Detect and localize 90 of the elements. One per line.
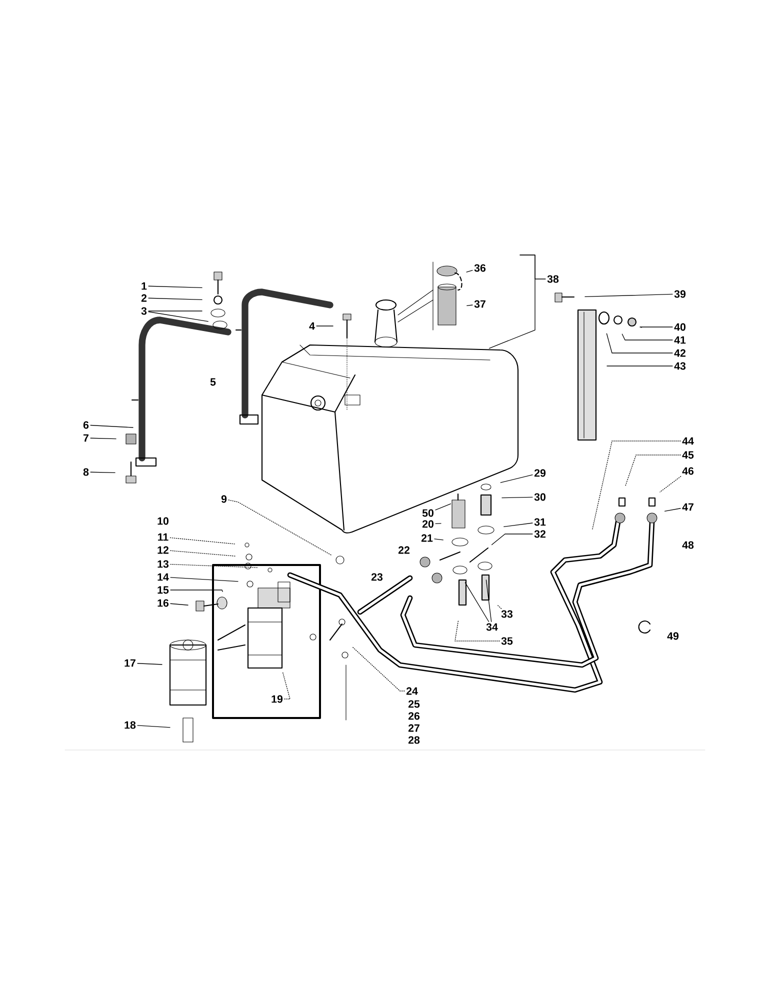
callout-number: 5 <box>210 378 216 386</box>
leader-line <box>502 496 533 498</box>
callout-number: 48 <box>682 541 694 549</box>
callout-number: 18 <box>124 721 136 729</box>
leader-line <box>228 500 332 556</box>
callout-number: 49 <box>667 632 679 640</box>
leader-line <box>90 472 116 474</box>
callout-number: 47 <box>682 503 694 511</box>
callout-number: 10 <box>158 517 168 525</box>
callout-number: 43 <box>674 362 686 370</box>
leader-line <box>622 334 673 340</box>
leader-line <box>454 620 500 642</box>
leader-line <box>90 438 116 440</box>
callout-number: 41 <box>674 336 686 344</box>
leader-line <box>435 523 442 524</box>
callout-number: 4 <box>309 322 315 330</box>
leader-line <box>148 310 202 312</box>
callout-number: 11 <box>158 533 168 541</box>
callout-number: 26 <box>408 712 420 720</box>
callout-number: 7 <box>84 434 88 442</box>
leader-line <box>148 298 202 300</box>
leader-line <box>466 270 473 272</box>
callout-number: 21 <box>421 534 433 542</box>
leader-line <box>488 254 546 349</box>
leader-line <box>606 333 673 354</box>
callout-number: 36 <box>474 264 486 272</box>
leader-line <box>170 577 238 582</box>
leader-line <box>496 604 502 609</box>
leader-line <box>148 286 202 288</box>
callout-number: 35 <box>501 637 513 645</box>
leader-line <box>137 725 170 728</box>
callout-number: 9 <box>221 495 227 503</box>
leader-line <box>435 503 452 510</box>
leader-line <box>486 580 492 622</box>
callout-number: 3 <box>141 307 147 315</box>
callout-number: 24 <box>406 687 418 695</box>
callout-number: 22 <box>398 546 410 554</box>
callout-number: 14 <box>158 573 169 581</box>
callout-number: 32 <box>534 530 546 538</box>
callout-number: 27 <box>408 724 420 732</box>
leader-line <box>352 646 405 692</box>
callout-number: 8 <box>83 468 89 476</box>
leader-line <box>282 671 290 700</box>
callout-number: 15 <box>158 586 169 594</box>
callout-number: 30 <box>534 493 546 501</box>
leader-line <box>434 538 444 540</box>
callout-number: 25 <box>408 700 420 708</box>
leader-line <box>148 311 208 322</box>
callout-number: 37 <box>474 300 486 308</box>
callout-number: 13 <box>158 560 169 568</box>
callout-number: 23 <box>371 573 383 581</box>
leader-line <box>170 603 188 606</box>
leader-line <box>170 590 223 592</box>
leader-line <box>464 582 490 622</box>
leader-line <box>660 476 682 492</box>
leader-line <box>584 294 673 298</box>
callout-number: 42 <box>674 349 686 357</box>
leader-line <box>500 474 533 483</box>
callout-number: 45 <box>682 451 694 459</box>
callout-number: 6 <box>83 421 89 429</box>
callout-number: 50 <box>422 509 434 517</box>
callout-number: 38 <box>547 275 559 283</box>
callout-number: 20 <box>422 520 434 528</box>
callout-number: 29 <box>534 469 546 477</box>
leader-line <box>170 537 236 544</box>
callout-number: 12 <box>158 546 168 554</box>
leader-line <box>504 522 533 528</box>
callout-number: 46 <box>682 467 694 475</box>
leader-line <box>640 326 673 328</box>
leader-line <box>624 454 681 487</box>
callout-number: 28 <box>408 736 420 744</box>
leader-line <box>466 304 473 306</box>
callout-number: 44 <box>682 437 694 445</box>
leader-line <box>170 550 236 556</box>
callout-number: 39 <box>674 290 686 298</box>
callout-number: 34 <box>486 623 498 631</box>
callout-number: 1 <box>142 282 147 290</box>
leader-line <box>90 424 134 428</box>
callout-number: 19 <box>272 695 283 703</box>
callout-number: 2 <box>141 294 147 302</box>
leader-line <box>491 534 533 546</box>
leader-line <box>664 508 681 512</box>
callout-number: 31 <box>534 518 546 526</box>
callout-number: 16 <box>158 599 169 607</box>
leader-line <box>592 440 681 531</box>
callout-number: 33 <box>501 610 513 618</box>
callout-number: 17 <box>124 659 136 667</box>
callout-number: 40 <box>674 323 686 331</box>
leader-line <box>170 564 258 568</box>
leader-line <box>137 663 162 665</box>
